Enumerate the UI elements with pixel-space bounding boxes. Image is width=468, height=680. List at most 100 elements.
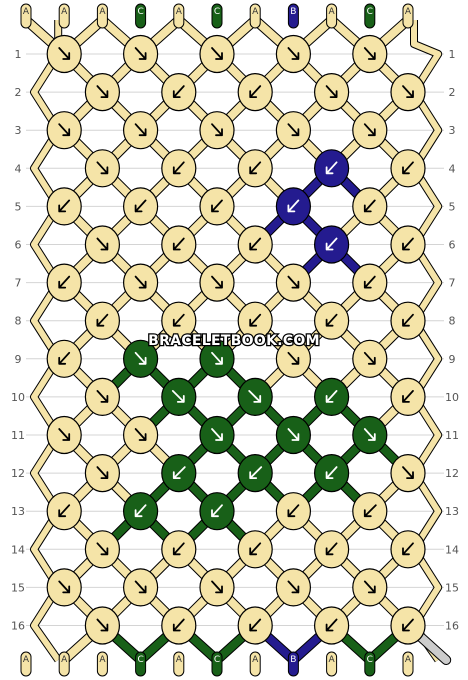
strand-tab-bottom-label: B <box>290 655 296 665</box>
knot-arrow-icon <box>134 123 147 137</box>
knot <box>199 339 235 378</box>
knot-arrow-icon <box>172 618 185 632</box>
knot-arrow-icon <box>58 504 71 518</box>
knot-arrow-icon <box>211 199 223 213</box>
row-number-left: 10 <box>11 391 25 404</box>
row-number-right: 8 <box>449 315 456 328</box>
knot-arrow-icon <box>363 275 376 289</box>
strand-tab-top <box>135 3 147 29</box>
knot <box>237 530 273 569</box>
strand-tab-bottom <box>326 651 338 677</box>
strand-tab-bottom-label: A <box>61 655 68 665</box>
row-number-right: 4 <box>449 162 456 175</box>
knot-arrow-icon <box>325 466 338 480</box>
knot <box>161 72 197 112</box>
strand-tab-top <box>402 3 414 29</box>
knot-arrow-icon <box>287 275 300 289</box>
site-watermark: BRACELETBOOK.COM <box>148 333 320 349</box>
strand-tab-bottom <box>402 651 414 677</box>
knot-arrow-icon <box>402 466 414 480</box>
strand-tab-bottom <box>96 651 108 677</box>
row-number-left: 15 <box>11 581 25 594</box>
row-number-right: 5 <box>449 200 456 213</box>
knot-arrow-icon <box>402 237 414 251</box>
knot <box>161 606 197 645</box>
knot-arrow-icon <box>211 275 223 289</box>
knot-arrow-icon <box>402 542 414 556</box>
strand-tab-bottom <box>249 651 261 677</box>
knot <box>199 492 235 531</box>
knot-arrow-icon <box>58 275 71 289</box>
knot <box>84 454 121 493</box>
knot <box>199 187 235 226</box>
knot <box>84 301 121 340</box>
row-number-left: 6 <box>15 239 22 252</box>
knot <box>275 111 311 150</box>
knot-arrow-icon <box>363 580 376 594</box>
knot <box>123 568 159 607</box>
knot-arrow-icon <box>325 85 338 98</box>
strand-tab-top-label: A <box>252 7 259 17</box>
knot-arrow-icon <box>249 161 262 175</box>
knot <box>84 72 121 112</box>
knot <box>84 225 121 264</box>
knot-arrow-icon <box>58 428 71 441</box>
knot-arrow-icon <box>325 389 338 403</box>
knot-arrow-icon <box>287 199 300 213</box>
knot-arrow-icon <box>96 542 109 556</box>
knot <box>237 301 273 340</box>
strand-tab-top-label: A <box>61 7 68 17</box>
knot-arrow-icon <box>58 351 71 365</box>
knot-arrow-icon <box>363 123 376 137</box>
knot <box>390 454 426 493</box>
strand-tab-top <box>326 3 338 29</box>
knot-arrow-icon <box>172 85 185 98</box>
knot-arrow-icon <box>402 313 414 327</box>
knot <box>123 492 159 531</box>
knot <box>161 377 197 416</box>
knot-arrow-icon <box>249 237 262 251</box>
knot-arrow-icon <box>249 542 262 556</box>
knot <box>161 149 197 188</box>
knot <box>123 263 159 302</box>
knot <box>314 225 350 264</box>
knot <box>46 34 82 74</box>
strand-tab-bottom <box>58 651 70 677</box>
knot <box>352 263 388 302</box>
knot-arrow-icon <box>363 199 376 213</box>
strand-tab-top-label: A <box>329 7 336 17</box>
knot-arrow-icon <box>134 199 147 213</box>
knot <box>352 568 388 607</box>
knot-arrow-icon <box>249 466 263 480</box>
strand-tab-bottom <box>211 651 223 677</box>
knot <box>161 225 197 264</box>
knot-arrow-icon <box>363 504 377 518</box>
knot-arrow-icon <box>287 428 300 441</box>
knot-arrow-icon <box>172 466 186 480</box>
strand-tab-top <box>173 3 185 29</box>
strand-tab-top-label: C <box>367 7 373 17</box>
knot-arrow-icon <box>171 389 185 403</box>
row-number-left: 9 <box>15 353 22 366</box>
row-number-left: 13 <box>11 505 25 518</box>
knot <box>237 377 273 416</box>
strand-tab-top-label: A <box>176 7 183 17</box>
knot <box>123 339 159 378</box>
knot <box>390 530 426 569</box>
knot <box>275 339 311 378</box>
strand-tab-bottom-label: A <box>23 655 30 665</box>
knot-arrow-icon <box>287 47 300 60</box>
strand-tab-top-label: A <box>23 7 30 17</box>
row-number-right: 16 <box>445 620 459 633</box>
strand-tab-top <box>96 3 108 29</box>
row-number-left: 1 <box>15 48 22 61</box>
knot <box>352 34 388 74</box>
knot <box>390 301 426 340</box>
strand-tab-bottom-label: C <box>214 655 220 665</box>
row-number-left: 16 <box>11 620 25 633</box>
knot <box>275 492 311 531</box>
knot <box>352 339 388 378</box>
knot-arrow-icon <box>58 47 71 60</box>
knot-arrow-icon <box>249 313 262 327</box>
